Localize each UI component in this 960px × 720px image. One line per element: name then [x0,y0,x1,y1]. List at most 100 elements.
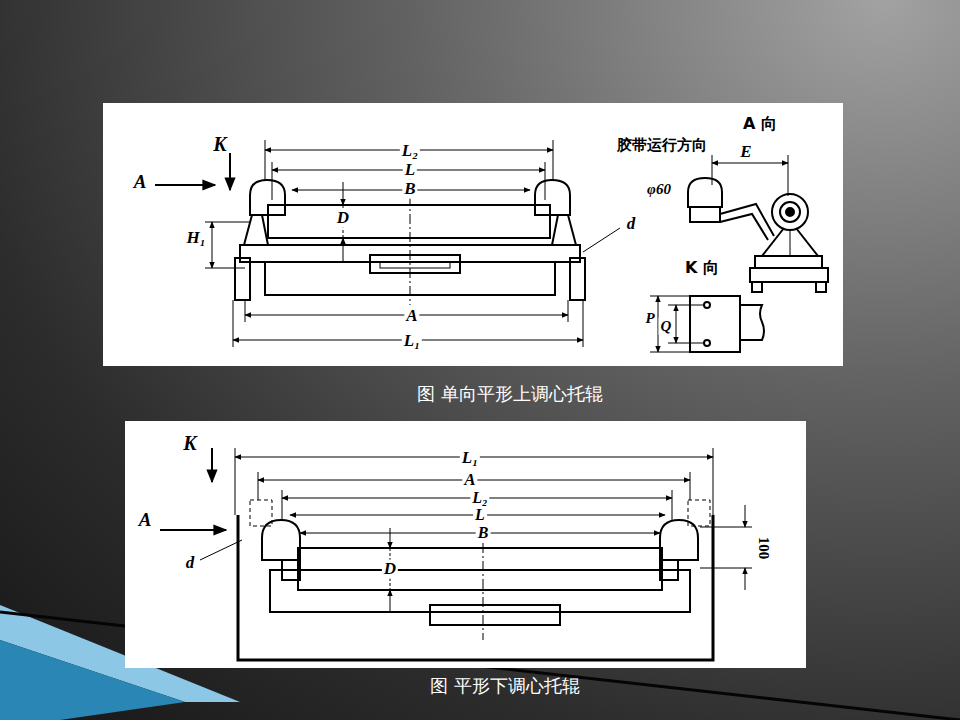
dimension-label: P [643,310,656,327]
side-view [720,214,768,240]
idler-drawing [535,180,570,215]
k-view [650,296,690,297]
dimension-label: L₁ [460,449,480,468]
return-idler-drawing [238,515,713,660]
dimension-label: A [132,172,149,193]
dimension-lines [265,140,266,180]
dimension-lines [160,448,752,640]
view-label: 胶带运行方向 [615,137,709,154]
side-view [752,282,762,292]
dimension-value: 100 [756,535,773,562]
side-view-dimensions [712,163,788,164]
idler-drawing [370,255,460,273]
return-idler-drawing [660,560,678,580]
dimension-lines [343,182,344,205]
dimension-lines [200,540,242,560]
idler-drawing [244,215,268,245]
idler-drawing [268,205,550,238]
side-view [688,178,722,207]
dimension-label: K [181,432,198,454]
dimension-lines [545,162,546,200]
view-label: A 向 [741,115,779,133]
side-view [772,194,808,230]
dimension-label: L [473,506,487,524]
dimension-lines [235,448,236,515]
dimension-label: B [402,180,417,199]
side-view [755,256,822,268]
idler-drawing [380,262,450,268]
k-view [690,296,740,352]
dimension-label: B [476,524,491,542]
dimension-lines [672,490,673,520]
side-view-dimensions [788,155,789,196]
dimension-label: H₁ [184,229,207,248]
figure-panel [103,103,843,366]
dimension-lines [745,505,746,527]
return-idler-drawing [282,560,300,580]
dimension-label: d [625,215,638,234]
k-view [668,343,704,344]
return-idler-drawing [238,500,713,660]
dimension-lines [282,490,283,520]
side-view [750,268,828,282]
figure-caption: 图 平形下调心托辊 [428,676,582,696]
return-idler-drawing [688,500,710,526]
k-view [650,352,690,353]
k-view [676,305,677,343]
dimension-label: L₁ [402,332,422,351]
dimension-label: φ60 [645,181,673,198]
dimension-label: K [211,133,228,155]
return-idler-drawing [430,605,560,625]
k-view [740,305,764,340]
side-view [790,230,791,256]
dimension-label: d [184,554,197,573]
dimension-lines [583,228,620,252]
side-view [816,282,826,292]
idler-drawing [552,215,576,245]
dimension-lines [390,528,391,548]
side-view [796,228,818,256]
dimension-label: A [404,307,419,326]
dimension-label: D [382,560,398,579]
dimension-lines [483,525,484,640]
dimension-label: Q [659,318,674,335]
k-view [704,340,710,346]
dimension-lines [245,300,246,322]
k-view [650,296,764,352]
dimension-label: E [738,143,753,162]
k-view [668,305,704,306]
dimension-lines [258,472,259,500]
dimension-lines [390,590,391,612]
return-idler-drawing [250,500,272,526]
dimension-label: L₂ [470,489,489,507]
dimension-lines [160,529,226,531]
side-view [762,228,784,256]
dimension-lines [343,238,344,262]
dimension-lines [211,448,213,482]
dimension-lines [700,527,752,528]
dimension-lines [229,153,231,190]
dimension-lines [155,140,620,347]
dimension-label: A [137,510,154,531]
side-view-dimensions [712,155,713,185]
dimension-lines [713,448,714,515]
idler-drawing [235,258,250,300]
side-view [786,208,794,216]
side-view [690,207,720,222]
dimension-lines [272,162,273,200]
dimension-lines [690,472,691,500]
view-label: K 向 [683,259,721,277]
dimension-label: A [462,471,477,490]
dimension-lines [568,300,569,322]
k-view [650,296,704,352]
dimension-lines [155,184,215,186]
dimension-lines [700,568,752,569]
k-view [704,302,710,308]
dimension-lines [745,568,746,590]
figure-panel [125,421,806,668]
dimension-lines [553,140,554,180]
dimension-lines [205,268,245,269]
dimension-lines [212,222,213,268]
figure-caption: 图 单向平形上调心托辊 [415,384,605,404]
